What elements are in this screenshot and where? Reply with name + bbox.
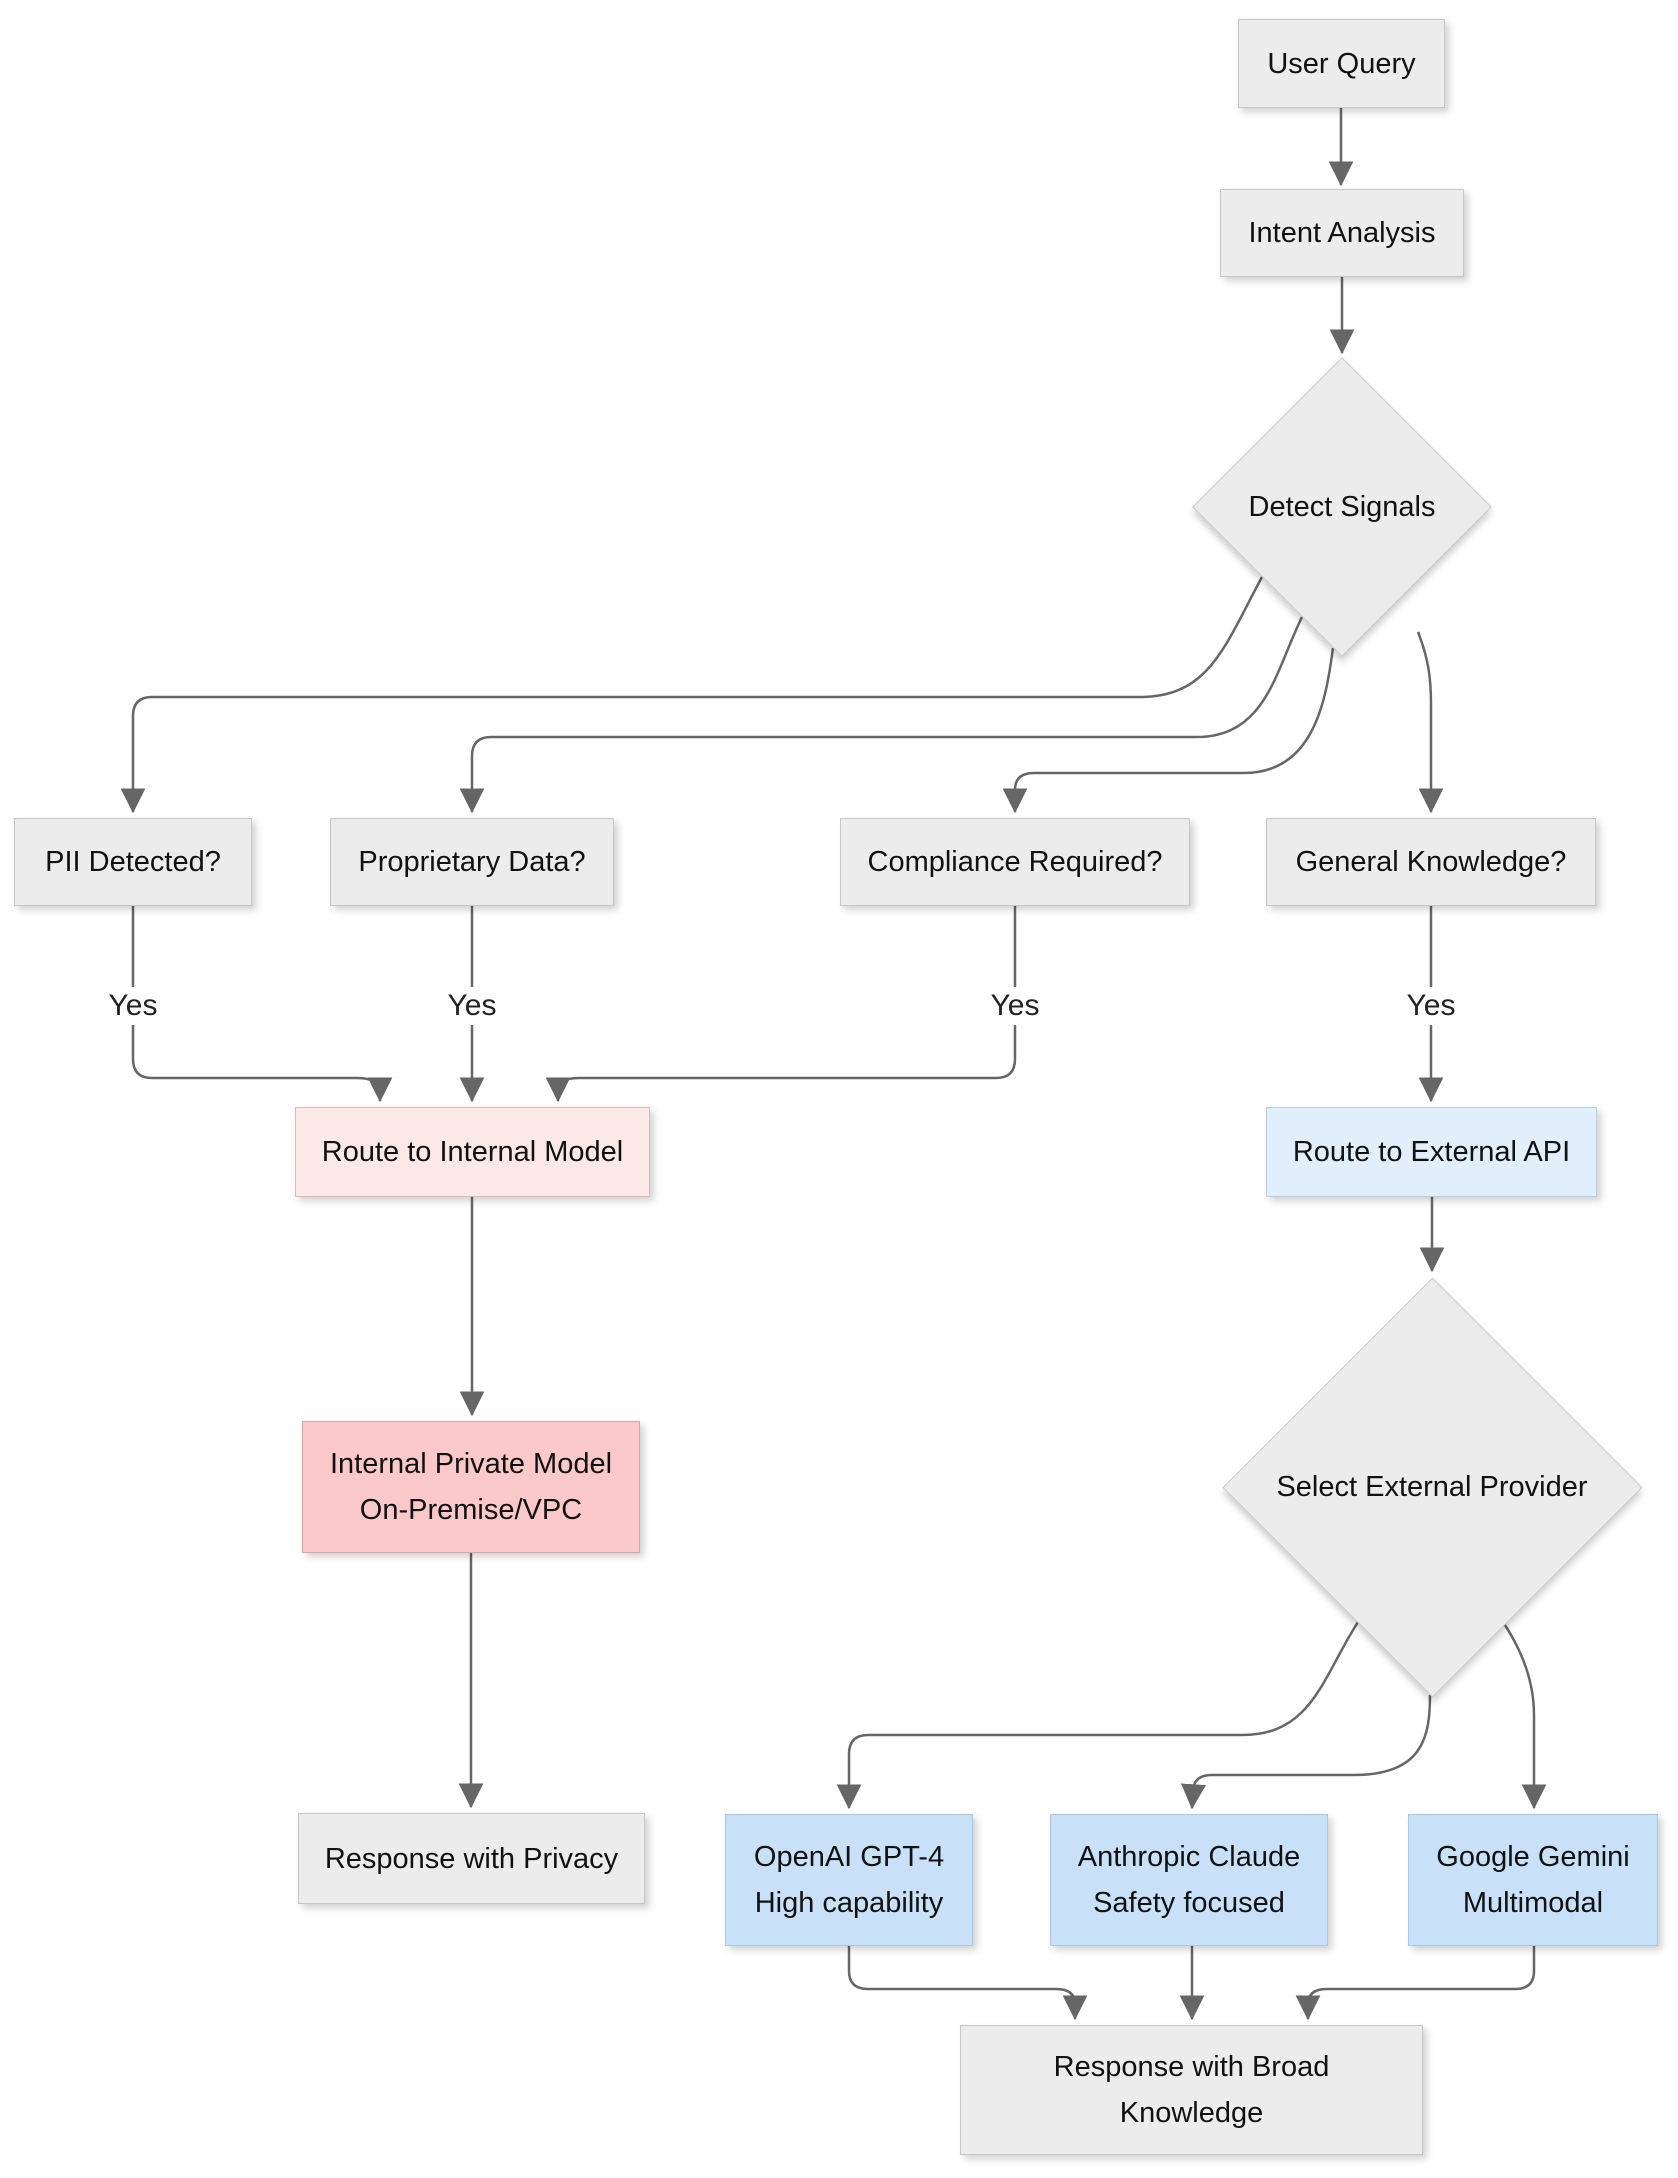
edge-detect-proprietary (459, 616, 1304, 814)
edge-detect-pii (120, 576, 1264, 814)
edge-selectprovider-google (1501, 1621, 1547, 1810)
node-select-provider-label: Select External Provider (1276, 1470, 1588, 1503)
node-response-privacy: Response with Privacy (298, 1813, 645, 1904)
edge-selectprovider-anthropic (1181, 1694, 1432, 1810)
node-response-broad-line1: Response with Broad (1053, 2051, 1330, 2083)
edge-label-general-yes: Yes (1396, 987, 1466, 1025)
node-anthropic-claude-line2: Safety focused (1093, 1887, 1285, 1919)
node-internal-private-model-line2: On-Premise/VPC (359, 1494, 583, 1526)
node-route-external-api: Route to External API (1266, 1107, 1597, 1197)
node-google-gemini-line1: Google Gemini (1436, 1841, 1630, 1873)
node-general-knowledge: General Knowledge? (1266, 818, 1596, 906)
node-anthropic-claude: Anthropic Claude Safety focused (1050, 1814, 1328, 1946)
node-proprietary-data: Proprietary Data? (330, 818, 614, 906)
edge-pii-yes (131, 906, 393, 1103)
node-pii-detected: PII Detected? (14, 818, 252, 906)
node-google-gemini: Google Gemini Multimodal (1408, 1814, 1658, 1946)
edge-detect-compliance (1002, 647, 1335, 814)
node-detect-signals-label: Detect Signals (1248, 490, 1436, 523)
edge-google-responsebroad (1295, 1946, 1536, 2021)
node-response-broad-line2: Knowledge (1119, 2097, 1264, 2129)
edge-compliance-yes (545, 906, 1017, 1103)
node-route-internal-model: Route to Internal Model (295, 1107, 650, 1197)
node-openai-gpt4-line2: High capability (754, 1887, 944, 1919)
edge-selectprovider-openai (836, 1621, 1360, 1810)
node-user-query: User Query (1238, 19, 1445, 108)
node-openai-gpt4: OpenAI GPT-4 High capability (725, 1814, 973, 1946)
node-google-gemini-line2: Multimodal (1462, 1887, 1604, 1919)
edge-label-pii-yes: Yes (98, 987, 168, 1025)
edge-label-proprietary-yes: Yes (437, 987, 507, 1025)
node-response-broad: Response with Broad Knowledge (960, 2025, 1423, 2155)
node-intent-analysis: Intent Analysis (1220, 189, 1464, 277)
edge-label-compliance-yes: Yes (980, 987, 1050, 1025)
node-anthropic-claude-line1: Anthropic Claude (1077, 1841, 1301, 1873)
edge-openai-responsebroad (847, 1946, 1088, 2021)
edge-detect-general (1416, 631, 1444, 814)
node-internal-private-model: Internal Private Model On-Premise/VPC (302, 1421, 640, 1553)
node-internal-private-model-line1: Internal Private Model (329, 1448, 613, 1480)
node-compliance-required: Compliance Required? (840, 818, 1190, 906)
node-openai-gpt4-line1: OpenAI GPT-4 (753, 1841, 945, 1873)
